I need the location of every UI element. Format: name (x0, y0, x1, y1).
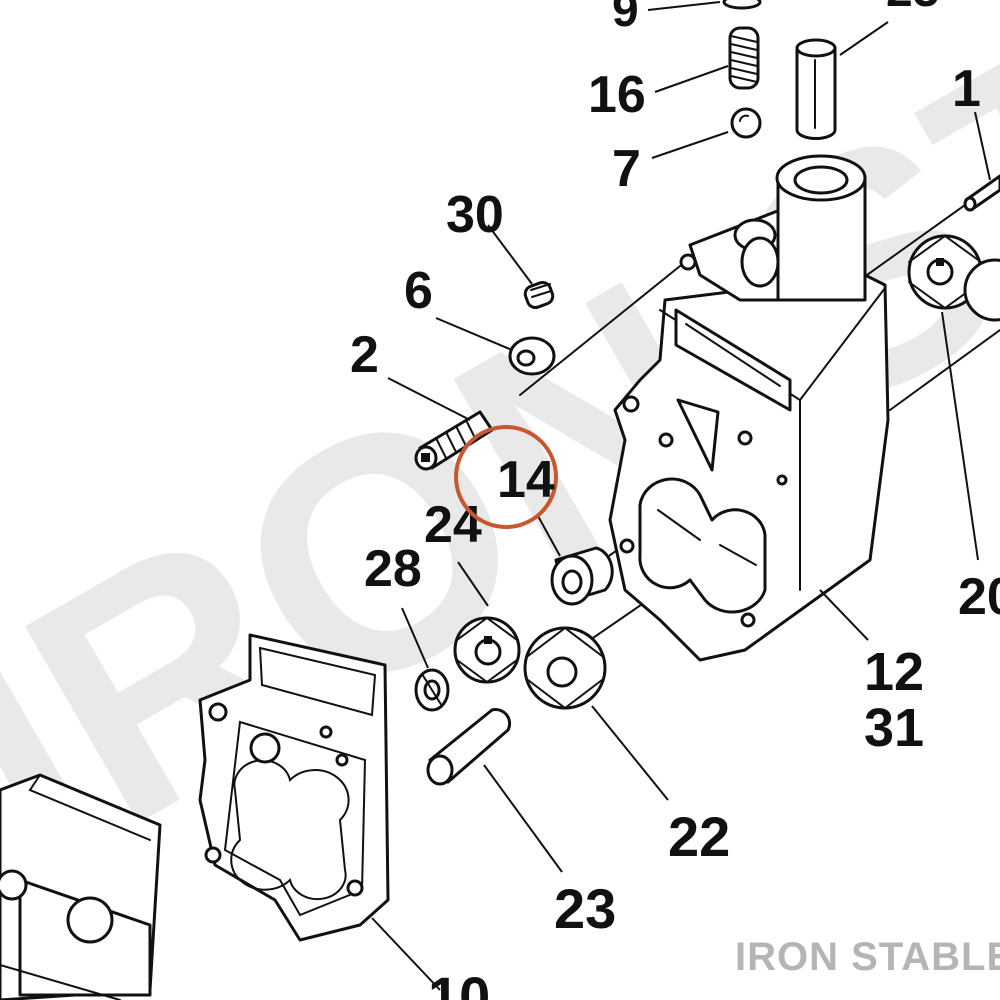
highlight-circle (454, 425, 558, 529)
part-23-shaft (426, 708, 512, 786)
part-30-plug (523, 280, 555, 310)
part-22-gear (523, 626, 607, 710)
part-6-washer (508, 336, 556, 376)
callout-28: 28 (364, 540, 422, 598)
part-25-sleeve (795, 38, 837, 140)
callout-1: 1 (952, 60, 981, 118)
callout-24: 24 (424, 496, 482, 554)
part-24-gear (453, 616, 521, 684)
callout-23: 23 (554, 877, 616, 940)
part-7-ball (730, 107, 762, 139)
part-12-pump-body (608, 154, 890, 662)
callout-31: 31 (864, 698, 924, 758)
cover-block (0, 773, 162, 1000)
callout-6: 6 (404, 262, 433, 320)
part-1-pin (963, 174, 1000, 212)
part-10-gasket (198, 633, 390, 942)
brand-text: IRON STABLE (735, 935, 1000, 979)
callout-9: 9 (612, 0, 639, 37)
callout-12: 12 (864, 642, 924, 702)
part-28-key (414, 668, 450, 712)
callout-22: 22 (668, 805, 730, 868)
callout-10: 10 (428, 965, 490, 1000)
callout-25: 25 (886, 0, 939, 17)
highlighted-callout-14: 14 (454, 425, 558, 529)
part-14-bushing (550, 546, 614, 606)
callout-7: 7 (612, 140, 641, 198)
part-9-washer (722, 0, 762, 10)
callout-30: 30 (446, 186, 504, 244)
callout-2: 2 (350, 326, 379, 384)
callout-16: 16 (588, 66, 646, 124)
part-16-spring (728, 26, 760, 90)
callout-20: 20 (958, 568, 1000, 626)
callout-labels: 9 25 16 1 7 30 6 2 24 28 20 12 31 22 23 … (350, 0, 1000, 1000)
callout-14: 14 (497, 451, 555, 509)
part-20-gear (907, 234, 1000, 322)
